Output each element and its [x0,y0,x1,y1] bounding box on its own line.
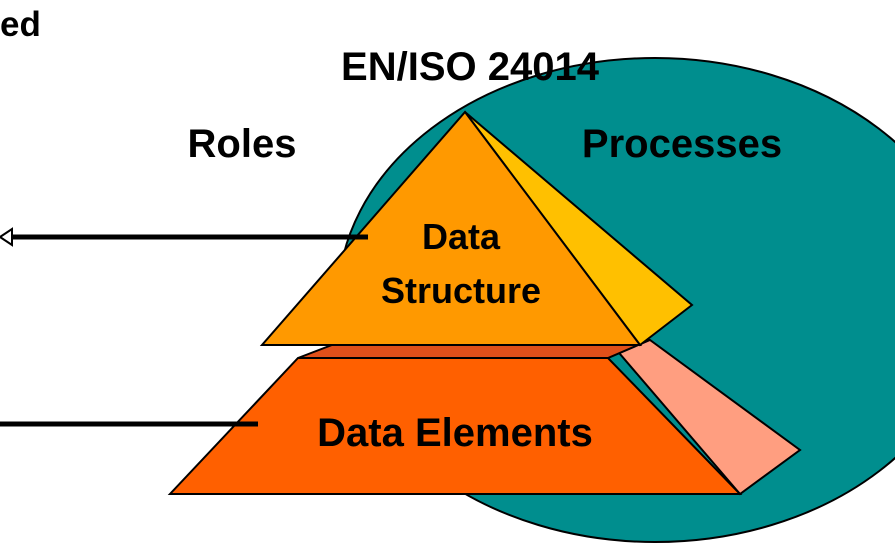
data-structure-label-line1: Data [422,216,501,257]
partial-heading: ed [0,5,41,44]
data-elements-layer-front [167,357,743,495]
data-structure-label-line2: Structure [381,270,541,311]
processes-label: Processes [582,122,782,166]
data-structure-arrowhead-icon [0,227,13,247]
data-structure-pyramid-front [259,110,643,346]
roles-label: Roles [188,122,297,166]
data-elements-label: Data Elements [317,411,593,455]
standard-title: EN/ISO 24014 [341,45,600,89]
